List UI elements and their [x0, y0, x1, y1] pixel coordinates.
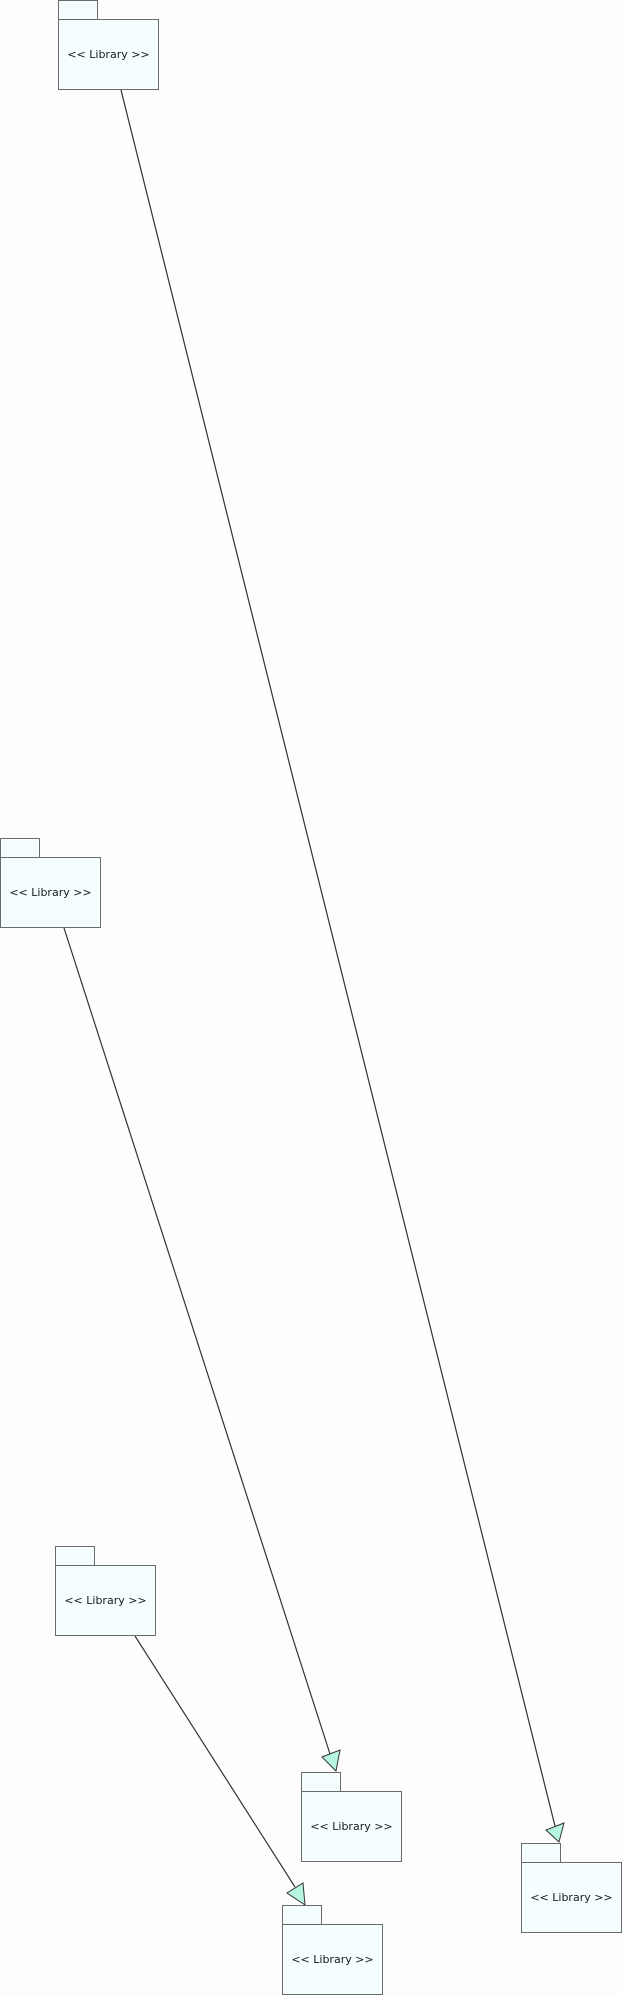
package-tab — [301, 1772, 341, 1792]
package-label: << Library >> — [291, 1953, 374, 1966]
package-body: << Library >> — [58, 19, 159, 90]
relation-line-3 — [134, 1635, 296, 1888]
relation-line-1 — [120, 89, 556, 1827]
package-label: << Library >> — [67, 48, 150, 61]
package-label: << Library >> — [64, 1594, 147, 1607]
relation-line-2 — [63, 927, 331, 1755]
package-label: << Library >> — [310, 1820, 393, 1833]
package-label: << Library >> — [530, 1891, 613, 1904]
package-body: << Library >> — [521, 1862, 622, 1933]
package-tab — [55, 1546, 95, 1566]
package-tab — [58, 0, 98, 20]
arrowhead-2 — [321, 1749, 341, 1773]
arrowhead-3 — [286, 1882, 306, 1906]
package-label: << Library >> — [9, 886, 92, 899]
package-body: << Library >> — [282, 1924, 383, 1995]
package-tab — [0, 838, 40, 858]
package-tab — [521, 1843, 561, 1863]
package-body: << Library >> — [301, 1791, 402, 1862]
arrowhead-1 — [545, 1822, 565, 1843]
package-tab — [282, 1905, 322, 1925]
package-body: << Library >> — [0, 857, 101, 928]
package-body: << Library >> — [55, 1565, 156, 1636]
